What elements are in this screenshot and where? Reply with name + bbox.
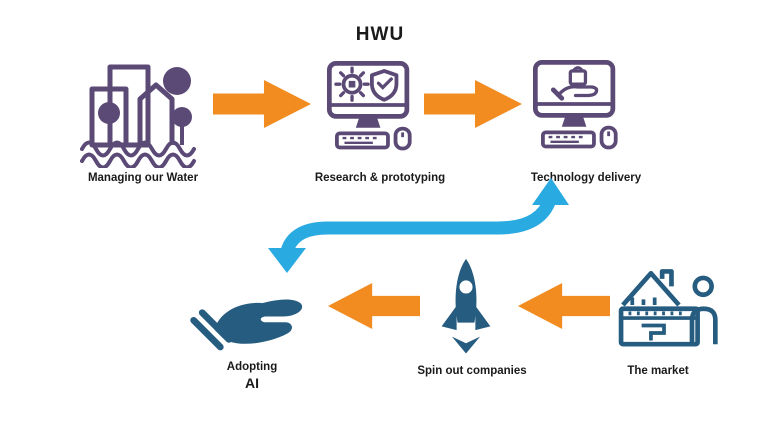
step-label-adopting-ai-line1: Adopting — [226, 361, 278, 373]
receiving-hand-icon — [186, 270, 310, 362]
city-water-icon — [80, 56, 200, 168]
step-label-adopting-ai-line2: AI — [245, 375, 259, 392]
orange-block-arrow-icon — [518, 283, 610, 329]
computer-product-delivery-icon — [524, 54, 628, 154]
step-label-technology-delivery: Technology delivery — [530, 172, 642, 184]
step-label-research-prototyping: Research & prototyping — [314, 172, 446, 184]
step-label-managing-water: Managing our Water — [87, 172, 199, 184]
blue-curved-double-arrow-icon — [256, 172, 576, 276]
step-label-adopting-ai: Adopting AI — [147, 360, 357, 393]
step-label-spin-out-companies: Spin out companies — [417, 365, 527, 377]
computer-gear-shield-icon — [318, 56, 422, 154]
orange-block-arrow-icon — [424, 80, 522, 128]
orange-block-arrow-icon — [213, 80, 311, 128]
rocket-launch-icon — [436, 254, 496, 364]
step-label-the-market: The market — [627, 365, 689, 377]
market-stall-icon — [608, 258, 720, 352]
diagram-title: HWU — [355, 24, 405, 45]
orange-block-arrow-icon — [328, 283, 420, 329]
